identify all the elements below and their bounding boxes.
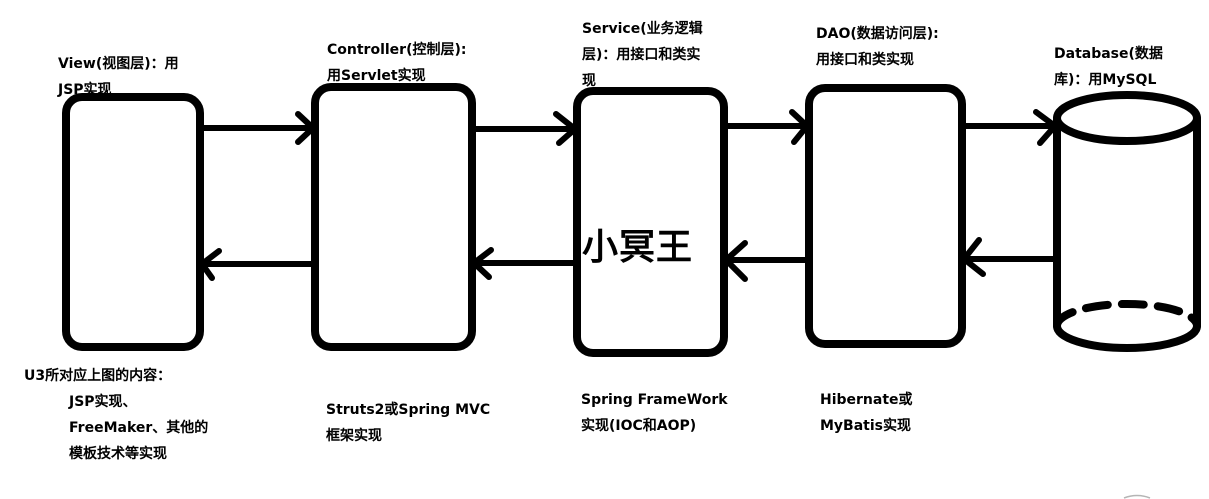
database-top-ellipse — [1053, 91, 1201, 145]
arrow-dao-to-service — [723, 240, 812, 282]
arrow-database-to-dao — [961, 237, 1060, 277]
controller-layer-title: Controller(控制层): 用Servlet实现 — [327, 42, 467, 84]
controller-layer-box — [311, 83, 476, 351]
controller-tech-notes: Struts2或Spring MVC 框架实现 — [326, 402, 491, 444]
dao-layer-box — [805, 84, 966, 348]
view-tech-heading: U3所对应上图的内容： — [24, 368, 172, 384]
arrow-service-to-dao — [721, 109, 810, 145]
service-center-text: 小冥王 — [582, 227, 694, 268]
arrow-service-to-controller — [471, 247, 580, 280]
arrow-controller-to-view — [199, 248, 318, 281]
database-bottom-back-dashed — [1053, 300, 1201, 330]
service-layer-title: Service(业务逻辑 层)：用接口和类实 现 — [582, 21, 703, 89]
service-tech-notes: Spring FrameWork 实现(IOC和AOP) — [581, 392, 728, 434]
view-layer-box — [62, 93, 204, 351]
dao-tech-notes: Hibernate或 MyBatis实现 — [820, 392, 913, 434]
arrow-controller-to-service — [469, 111, 578, 146]
view-layer-title: View(视图层)：用 JSP实现 — [58, 56, 179, 98]
database-bottom-front — [1053, 322, 1201, 352]
service-layer-box — [573, 87, 728, 357]
watermark-arc — [1123, 494, 1151, 499]
arrow-view-to-controller — [197, 111, 316, 145]
dao-layer-title: DAO(数据访问层): 用接口和类实现 — [816, 26, 939, 68]
view-tech-notes: JSP实现、 FreeMaker、其他的 模板技术等实现 — [69, 394, 209, 462]
database-layer-title: Database(数据 库)：用MySQL — [1054, 46, 1163, 88]
arrow-dao-to-database — [959, 109, 1058, 146]
database-cylinder — [1053, 91, 1201, 352]
